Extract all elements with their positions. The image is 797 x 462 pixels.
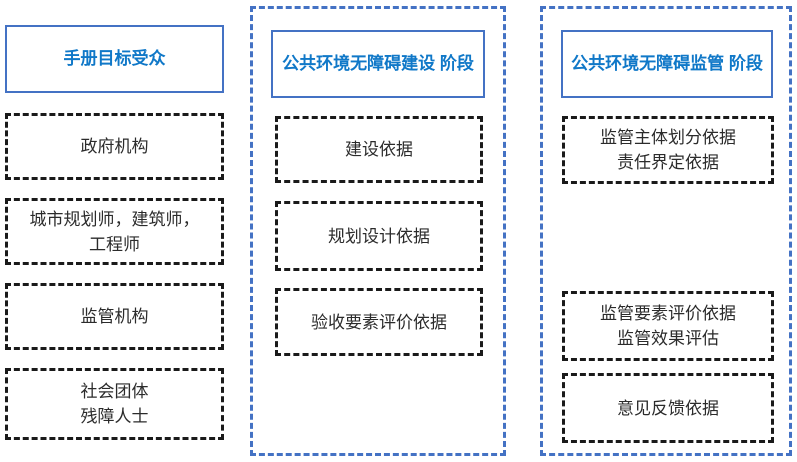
column-header-label: 手册目标受众 [63, 49, 166, 68]
column-header-label: 公共环境无障碍监管 阶段 [571, 54, 763, 73]
column-header-supervision-phase: 公共环境无障碍监管 阶段 [561, 30, 773, 98]
item-box: 建设依据 [275, 116, 483, 183]
item-label: 监管主体划分依据 责任界定依据 [600, 128, 736, 172]
item-box: 验收要素评价依据 [275, 288, 483, 356]
column-supervision-phase: 公共环境无障碍监管 阶段 监管主体划分依据 责任界定依据 监管要素评价依据 监管… [540, 6, 792, 456]
item-box: 监管主体划分依据 责任界定依据 [562, 116, 774, 184]
item-label: 城市规划师，建筑师， 工程师 [29, 209, 200, 254]
item-box: 监管机构 [5, 283, 224, 350]
item-box: 政府机构 [5, 113, 224, 180]
column-header-label: 公共环境无障碍建设 阶段 [282, 54, 474, 73]
item-box: 意见反馈依据 [562, 373, 774, 443]
item-box: 城市规划师，建筑师， 工程师 [5, 198, 224, 265]
item-label: 意见反馈依据 [617, 398, 719, 418]
column-header-construction-phase: 公共环境无障碍建设 阶段 [271, 30, 485, 98]
item-box: 监管要素评价依据 监管效果评估 [562, 291, 774, 361]
item-label: 建设依据 [345, 140, 413, 159]
column-header-audience: 手册目标受众 [5, 25, 224, 93]
item-box: 社会团体 残障人士 [5, 368, 224, 440]
item-label: 监管机构 [80, 307, 149, 326]
item-label: 政府机构 [80, 137, 149, 156]
item-label: 监管要素评价依据 监管效果评估 [600, 304, 736, 348]
item-label: 验收要素评价依据 [311, 312, 447, 332]
item-label: 社会团体 残障人士 [80, 382, 149, 426]
item-label: 规划设计依据 [328, 226, 430, 246]
column-construction-phase: 公共环境无障碍建设 阶段 建设依据 规划设计依据 验收要素评价依据 [250, 6, 506, 456]
column-audience: 手册目标受众 政府机构 城市规划师，建筑师， 工程师 监管机构 社会团体 残障人… [4, 0, 232, 462]
item-box: 规划设计依据 [275, 201, 483, 271]
